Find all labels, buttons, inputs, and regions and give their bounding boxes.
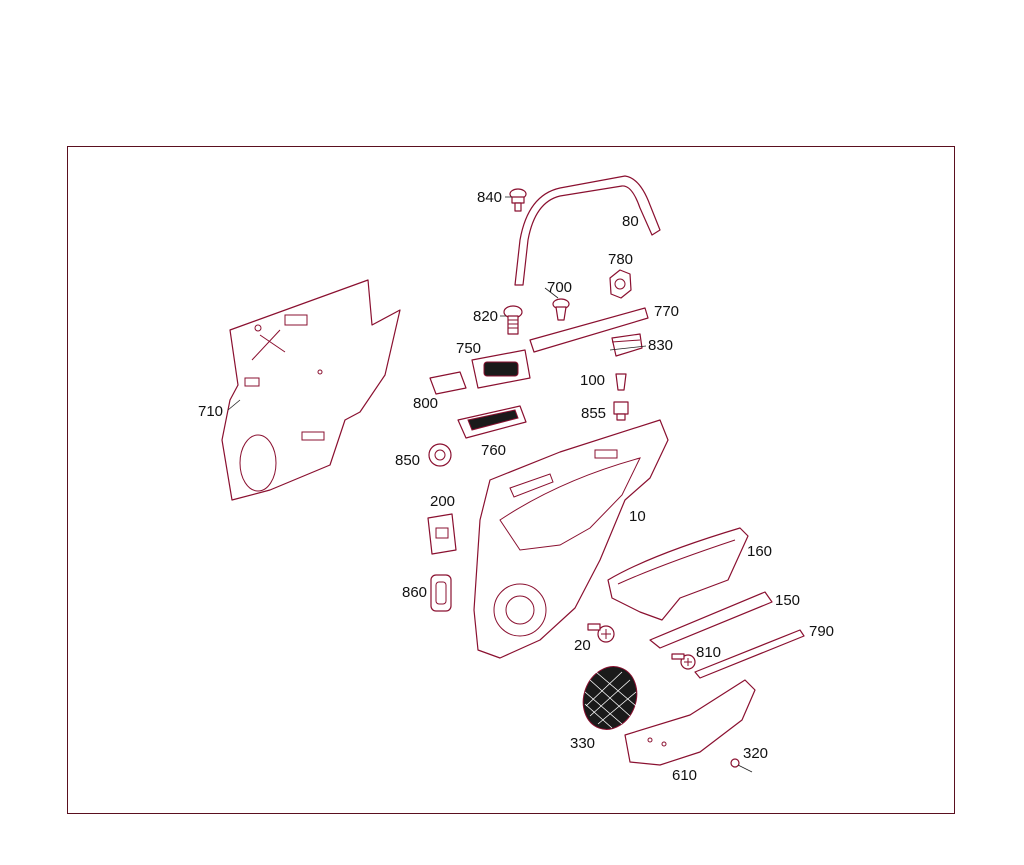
part-770-strip [529,307,649,353]
label-320: 320 [743,745,768,762]
label-820: 820 [473,308,498,325]
label-800: 800 [413,395,438,412]
label-840: 840 [477,189,502,206]
part-780-nut [609,269,632,299]
label-860: 860 [402,584,427,601]
part-800-cover [429,371,467,395]
part-10-door-trim-panel [473,419,669,659]
part-850-knob [428,443,452,467]
part-80-trim-strip [514,175,661,286]
label-10: 10 [629,508,646,525]
label-750: 750 [456,340,481,357]
part-20-screw [587,623,615,643]
part-760-inner-handle [457,405,527,439]
label-100: 100 [580,372,605,389]
part-150-trim-strip [649,591,773,649]
part-810-screw [671,653,696,670]
part-855-clip [613,401,629,421]
label-80: 80 [622,213,639,230]
label-850: 850 [395,452,420,469]
label-810: 810 [696,644,721,661]
label-710: 710 [198,403,223,420]
part-100-plug [615,373,627,391]
part-830-clip [611,333,643,357]
label-20: 20 [574,637,591,654]
part-710-insulation-panel [221,279,401,501]
part-labels: 840 80 780 700 820 770 750 830 100 710 8… [198,189,834,784]
part-330-speaker-grille [582,666,638,730]
part-820-bolt [503,305,523,335]
label-855: 855 [581,405,606,422]
part-160-armrest [607,527,749,621]
label-830: 830 [648,337,673,354]
part-750-handle-housing [471,349,531,389]
part-200-bracket [427,513,457,555]
part-860-bezel [430,574,452,612]
label-760: 760 [481,442,506,459]
label-200: 200 [430,493,455,510]
label-770: 770 [654,303,679,320]
label-700: 700 [547,279,572,296]
label-780: 780 [608,251,633,268]
label-790: 790 [809,623,834,640]
part-790-strip [694,629,805,679]
label-150: 150 [775,592,800,609]
part-700-clip [552,298,570,321]
part-320-pin [730,758,753,773]
diagram-frame [67,146,955,814]
leader-lines [227,196,647,411]
part-840-clip [509,188,527,212]
label-160: 160 [747,543,772,560]
part-610-lower-panel [624,679,756,766]
label-610: 610 [672,767,697,784]
label-330: 330 [570,735,595,752]
